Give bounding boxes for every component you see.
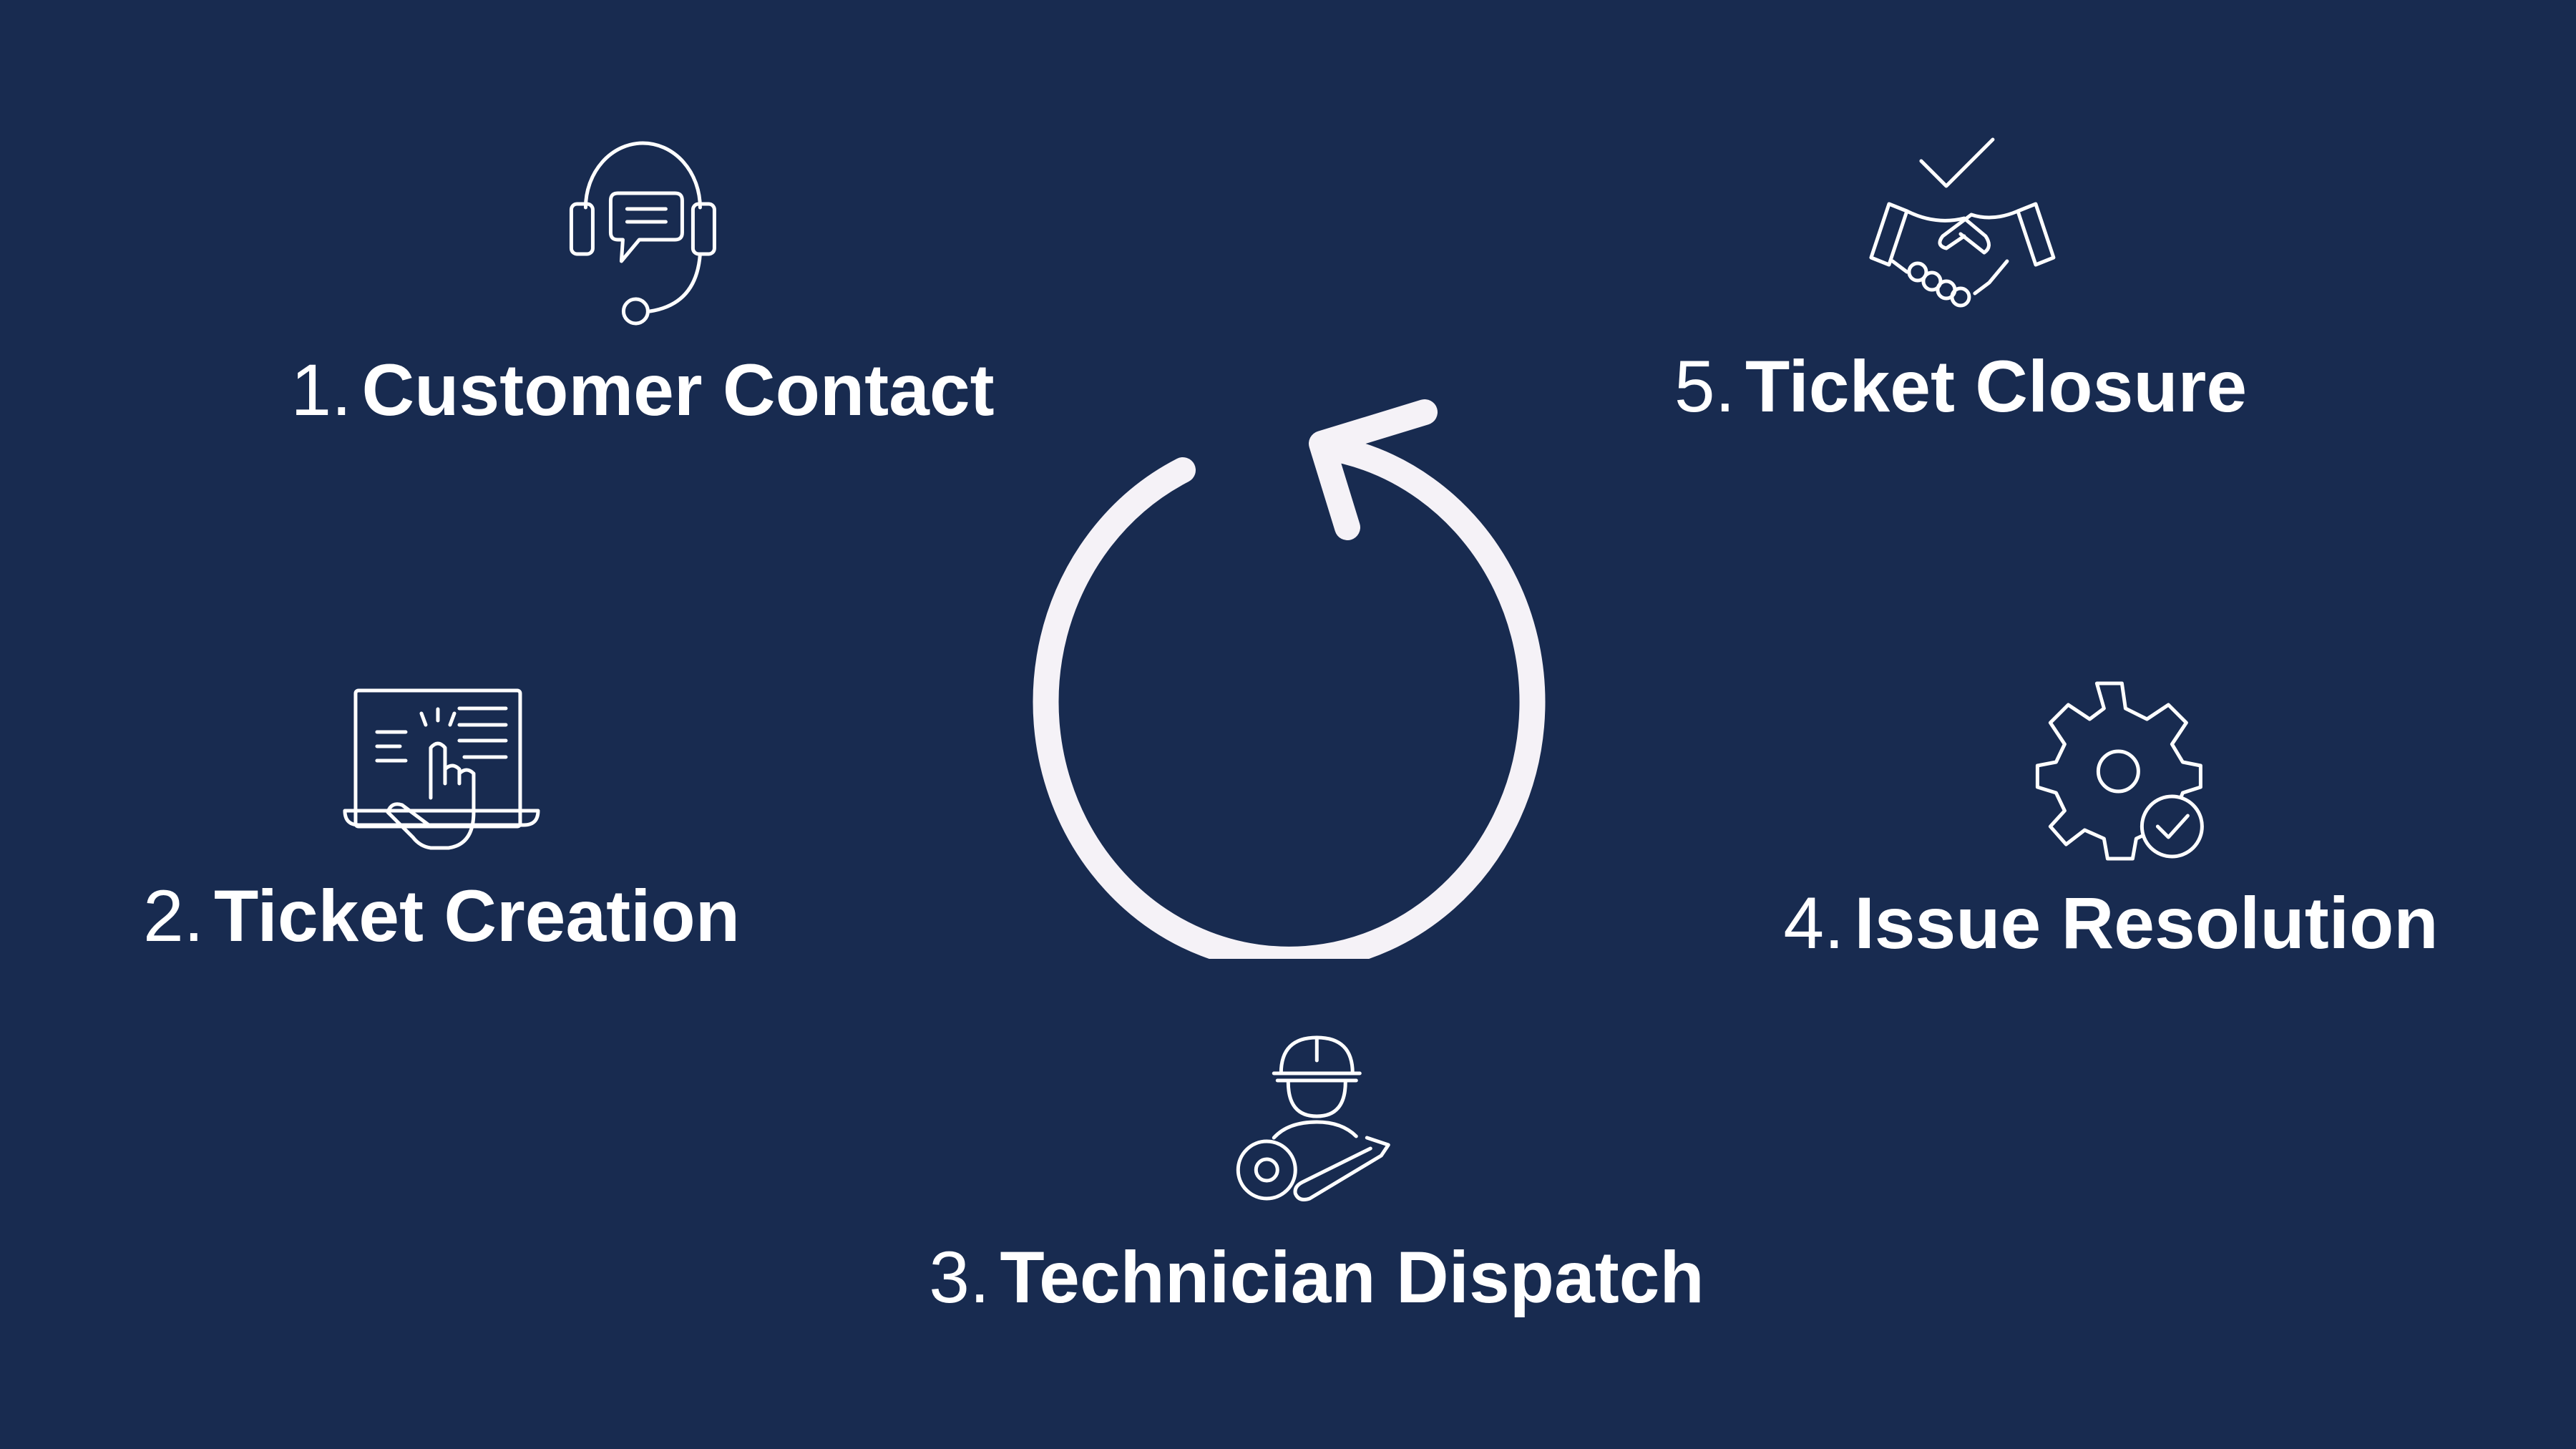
step-label: 4.Issue Resolution — [1783, 887, 2438, 960]
step-customer-contact: 1.Customer Contact — [291, 136, 995, 426]
step-ticket-creation: 2.Ticket Creation — [143, 683, 740, 952]
step-issue-resolution: 4.Issue Resolution — [1783, 680, 2439, 960]
step-number: 1. — [291, 349, 352, 431]
step-label: 5.Ticket Closure — [1674, 350, 2247, 423]
laptop-touch-icon — [343, 688, 540, 850]
step-number: 4. — [1783, 882, 1845, 964]
step-label: 1.Customer Contact — [291, 353, 994, 426]
handshake-check-icon — [1869, 137, 2056, 308]
step-label: 3.Technician Dispatch — [929, 1241, 1704, 1314]
step-title: Ticket Closure — [1745, 346, 2248, 427]
step-ticket-closure: 5.Ticket Closure — [1674, 132, 2247, 423]
step-title: Issue Resolution — [1854, 882, 2439, 964]
step-label: 2.Ticket Creation — [143, 879, 740, 952]
step-number: 5. — [1674, 346, 1736, 427]
technician-gear-wrench-icon — [1236, 1035, 1390, 1201]
step-title: Customer Contact — [361, 349, 995, 431]
step-technician-dispatch: 3.Technician Dispatch — [929, 1030, 1704, 1314]
step-title: Ticket Creation — [214, 875, 741, 957]
step-number: 3. — [929, 1236, 990, 1318]
headset-chat-icon — [569, 141, 716, 326]
refresh-cycle-arrow-icon — [1033, 399, 1546, 959]
step-title: Technician Dispatch — [1000, 1236, 1704, 1318]
step-number: 2. — [142, 875, 205, 957]
gear-check-icon — [2035, 681, 2204, 861]
